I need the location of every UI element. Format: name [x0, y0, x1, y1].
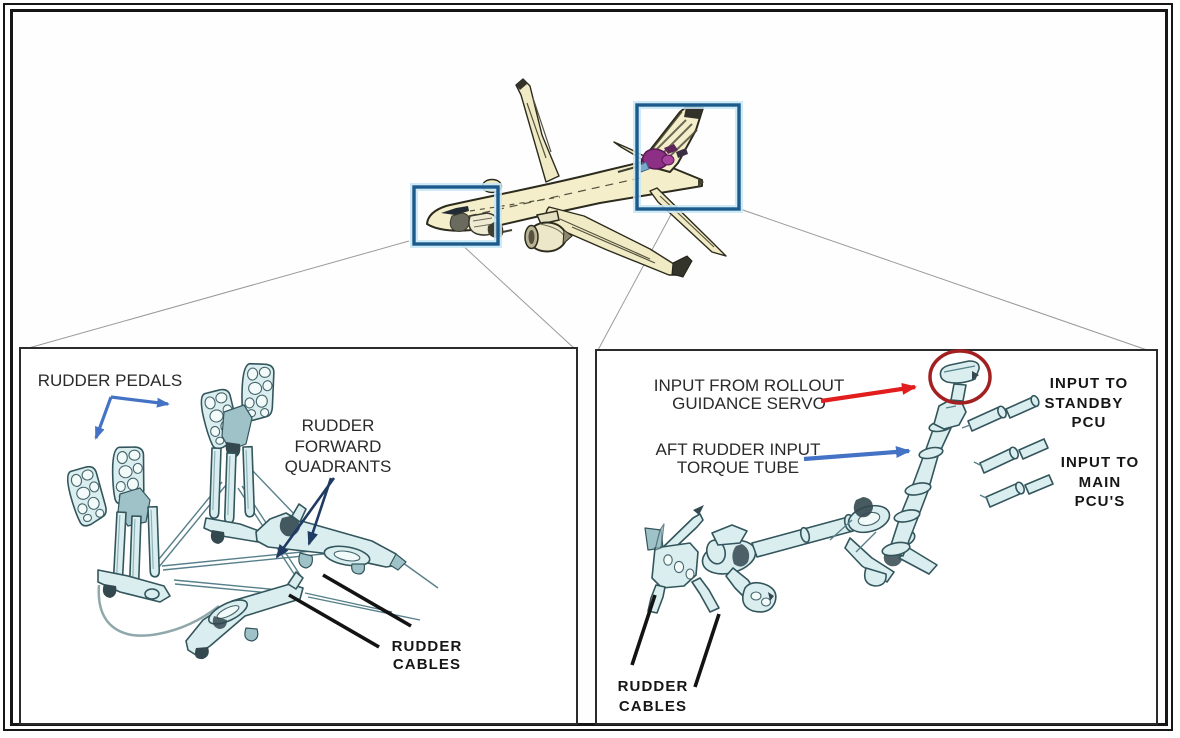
label-input-standby-3: PCU	[1072, 414, 1107, 431]
label-input-standby-2: STANDBY	[1044, 395, 1123, 412]
right-panel-annotations: INPUT FROM ROLLOUT GUIDANCE SERVO AFT RU…	[618, 375, 1140, 715]
rudder-cables-right-leader-1	[630, 594, 657, 666]
aircraft-near-engine	[524, 210, 573, 253]
rudder-cables-left-leader-2	[288, 593, 380, 649]
pedal-assembly-captain	[64, 445, 220, 637]
aft-input-column	[881, 399, 967, 557]
tail-callout-box	[633, 101, 743, 213]
rudder-cables-left-leader-1	[322, 573, 412, 628]
left-panel-annotations: RUDDER PEDALS RUDDER FORWARD QUADRANTS R…	[38, 371, 463, 673]
label-rudder-cables-right-1: RUDDER	[618, 678, 689, 695]
right-detail-panel	[595, 349, 1158, 725]
red-highlight-circle	[928, 349, 992, 405]
torque-tube-drum	[701, 524, 777, 613]
aft-quadrant-bracket	[644, 505, 720, 614]
label-rudder-cables-right-2: CABLES	[619, 698, 687, 715]
near-winglet-tip	[671, 255, 693, 278]
label-rudder-cables-left-2: CABLES	[393, 656, 461, 673]
label-rudder-pedals: RUDDER PEDALS	[38, 371, 183, 390]
rudder-forward-quadrant-left	[185, 571, 304, 660]
outer-border-frame	[3, 3, 1173, 731]
callout-leader-lines	[24, 208, 1151, 352]
far-winglet-tip	[516, 79, 527, 90]
label-rudder-cables-left-1: RUDDER	[392, 638, 463, 655]
fin-tip-marking	[684, 107, 703, 119]
pcu-input-rods	[961, 394, 1054, 508]
tail-cone-tip	[698, 178, 704, 187]
rudder-forward-quadrant-right	[255, 503, 407, 575]
label-input-standby-1: INPUT TO	[1050, 375, 1129, 392]
rudder-cables-right-leader-2	[693, 613, 721, 688]
forward-quadrant-mechanism	[64, 361, 439, 660]
rollout-servo-input-component	[939, 360, 980, 402]
label-input-main-3: PCU'S	[1075, 493, 1126, 510]
aircraft-far-stabilizer	[613, 141, 647, 161]
nose-callout-box	[410, 183, 502, 248]
torque-tube-blue-arrow	[803, 446, 911, 462]
label-forward-quadrants-3: QUADRANTS	[285, 457, 392, 476]
label-input-main-2: MAIN	[1079, 474, 1122, 491]
label-input-main-1: INPUT TO	[1061, 454, 1140, 471]
forward-quadrants-arrows	[275, 477, 336, 559]
rollout-servo-red-arrow	[820, 382, 917, 404]
rudder-highlight-magenta	[637, 144, 688, 173]
aft-rudder-mechanism	[644, 349, 1054, 614]
label-input-rollout-2: GUIDANCE SERVO	[672, 394, 826, 413]
aircraft-far-wing	[515, 78, 560, 183]
label-torque-tube-1: AFT RUDDER INPUT	[656, 440, 821, 459]
pedal-assembly-forward	[198, 361, 278, 544]
label-torque-tube-2: TORQUE TUBE	[677, 458, 799, 477]
label-input-rollout-1: INPUT FROM ROLLOUT	[654, 376, 844, 395]
label-forward-quadrants-2: FORWARD	[295, 437, 382, 456]
label-forward-quadrants-1: RUDDER	[302, 416, 375, 435]
rudder-pedals-arrow	[94, 395, 170, 440]
